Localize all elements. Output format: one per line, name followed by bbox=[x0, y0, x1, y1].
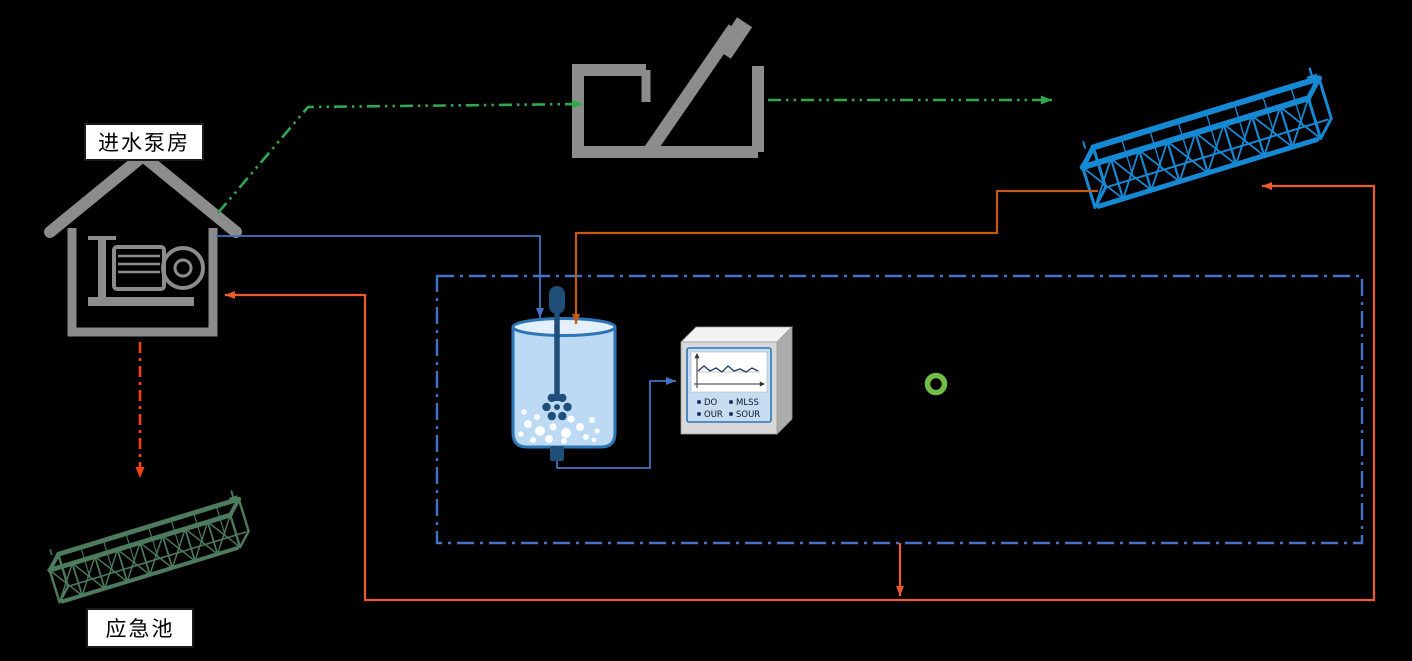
legend-bullet bbox=[729, 400, 733, 404]
influent-sample-line bbox=[216, 235, 544, 318]
rake-motor bbox=[715, 17, 753, 59]
flow-arrow-pump-to-screen bbox=[217, 99, 584, 214]
return-line-to-pump-house bbox=[225, 291, 900, 602]
reactor-boundary-box bbox=[435, 274, 1364, 545]
inlet-pump-house-icon bbox=[44, 150, 242, 337]
emergency-pool-label-text: 应急池 bbox=[105, 617, 175, 641]
legend-bullet bbox=[697, 400, 701, 404]
house-walls bbox=[67, 228, 218, 337]
beaker-mouth bbox=[511, 317, 617, 337]
legend-item-our: OUR bbox=[704, 410, 723, 420]
monitor-top-face bbox=[680, 326, 793, 343]
legend-item-sour: SOUR bbox=[736, 410, 760, 420]
trend-line bbox=[697, 365, 759, 373]
bar-screen-icon bbox=[572, 17, 764, 158]
connector-layer bbox=[135, 95, 1376, 602]
bioreactor-icon bbox=[511, 286, 617, 461]
emergency-pool-icon bbox=[43, 490, 252, 602]
emergency-pool-label: 应急池 bbox=[86, 608, 194, 648]
legend-bullet bbox=[729, 412, 733, 416]
sensor-signal-line bbox=[556, 377, 676, 469]
house-roof bbox=[44, 150, 242, 238]
legend-item-mlss: MLSS bbox=[736, 398, 759, 408]
indicator-ring bbox=[924, 372, 948, 396]
stirrer-impeller bbox=[542, 393, 572, 421]
pump-icon bbox=[88, 236, 205, 306]
legend-item-do: DO bbox=[704, 398, 718, 408]
inlet-pump-station-label: 进水泵房 bbox=[84, 123, 204, 161]
beaker-outlet bbox=[550, 446, 564, 461]
aeration-bubbles bbox=[518, 409, 600, 444]
monitor-legend: DO MLSS OUR SOUR bbox=[697, 398, 760, 420]
monitor-icon: DO MLSS OUR SOUR bbox=[680, 326, 793, 435]
trend-chart bbox=[694, 353, 765, 388]
return-line-to-tank bbox=[900, 182, 1376, 602]
mixed-liquor-sample-line bbox=[572, 189, 1098, 324]
monitor-side-face bbox=[776, 326, 793, 435]
inlet-pump-station-label-text: 进水泵房 bbox=[98, 131, 190, 155]
stirrer-motor bbox=[549, 286, 565, 314]
legend-bullet bbox=[697, 412, 701, 416]
